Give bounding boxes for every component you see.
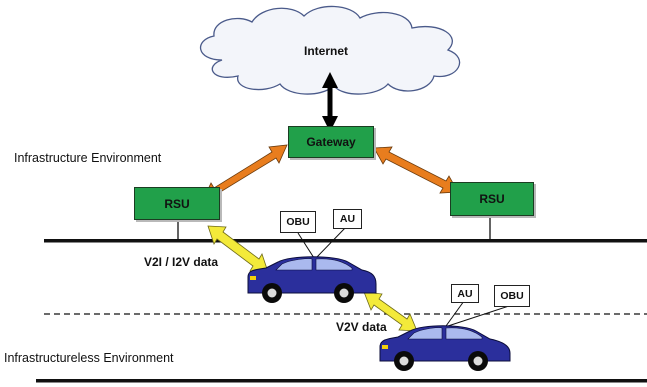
car1-au-box: AU: [333, 209, 362, 229]
infrastructureless-environment-label: Infrastructureless Environment: [4, 351, 174, 365]
internet-label: Internet: [304, 44, 349, 58]
car1-au-antenna: [315, 226, 347, 259]
internet-cloud: [199, 5, 461, 95]
lower-road: [36, 379, 647, 383]
upper-road: [44, 239, 647, 243]
car2-obu-label: OBU: [500, 290, 524, 302]
car1-obu-label: OBU: [286, 216, 310, 228]
v2i-data-label: V2I / I2V data: [144, 255, 219, 269]
gateway-node: Gateway: [288, 126, 374, 158]
car2-au-label: AU: [457, 287, 473, 300]
gateway-rsu-right-arrow: [373, 146, 459, 194]
car1-au-label: AU: [339, 213, 356, 225]
rsu-left-node: RSU: [134, 187, 220, 220]
car2-au-antenna: [445, 300, 465, 327]
car-2: [379, 325, 511, 371]
infrastructure-environment-label: Infrastructure Environment: [14, 151, 162, 165]
rsu-right-label: RSU: [479, 192, 505, 206]
car2-obu-antenna: [447, 305, 510, 327]
gateway-label: Gateway: [306, 135, 356, 149]
rsu-right-node: RSU: [450, 182, 534, 216]
car2-au-box: AU: [451, 284, 479, 303]
car1-obu-box: OBU: [280, 211, 316, 233]
car1-obu-antenna: [297, 232, 315, 259]
car-1: [247, 256, 377, 303]
car2-obu-box: OBU: [494, 285, 530, 307]
v2v-data-label: V2V data: [336, 320, 387, 334]
rsu-left-label: RSU: [164, 196, 190, 211]
